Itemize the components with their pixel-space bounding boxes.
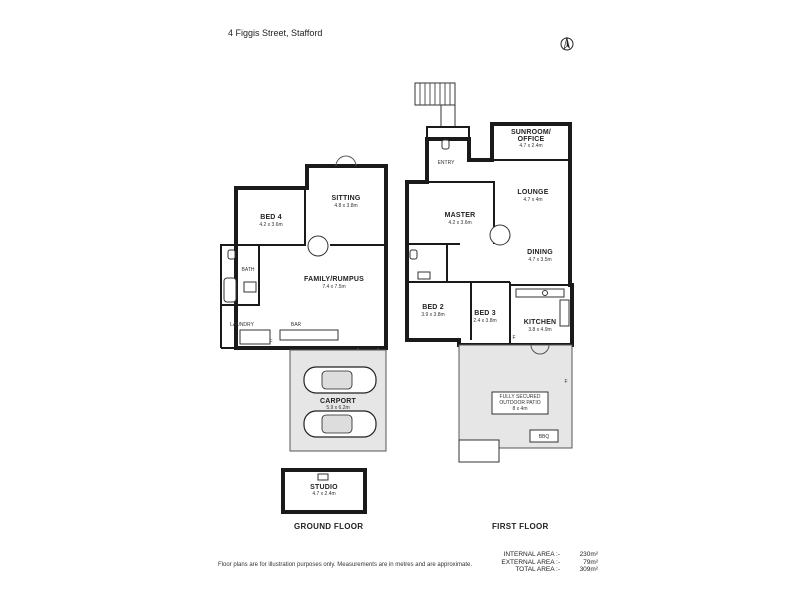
room-name-bed2: BED 2 <box>422 304 444 311</box>
sitting-french-doors <box>335 155 357 167</box>
room-dims-sunroom: 4.7 x 2.4m <box>519 143 542 149</box>
room-dims-bed3: 2.4 x 3.8m <box>473 318 496 324</box>
area-summary: INTERNAL AREA :- 230m² EXTERNAL AREA :- … <box>488 551 598 574</box>
room-dims-dining: 4.7 x 3.5m <box>528 257 551 263</box>
toilet <box>227 249 236 260</box>
room-dims-lounge: 4.7 x 4m <box>523 197 542 203</box>
room-dims-kitchen: 3.8 x 4.9m <box>528 327 551 333</box>
room-dims-bed4: 4.2 x 3.6m <box>259 222 282 228</box>
room-dims-carport: 5.9 x 6.2m <box>326 405 349 411</box>
bbq-bench <box>529 429 559 443</box>
car-icon <box>303 410 377 438</box>
ensuite-toilet <box>409 249 418 260</box>
kitchen-french-doors <box>530 344 550 355</box>
room-name-patio-2: OUTDOOR PATIO <box>499 400 540 406</box>
external-stairs <box>414 82 456 128</box>
ensuite-basin <box>417 271 431 280</box>
studio-walls <box>281 468 367 514</box>
room-dims-patio: 8 x 4m <box>512 406 527 412</box>
room-name-bed3: BED 3 <box>474 310 496 317</box>
room-name-office: OFFICE <box>518 136 545 143</box>
area-row-total: TOTAL AREA :- 309m² <box>488 566 598 574</box>
vanity <box>243 281 257 293</box>
area-value: 79m² <box>583 558 598 566</box>
room-name-dining: DINING <box>527 249 553 256</box>
room-name-bbq: BBQ <box>539 434 550 440</box>
room-name-kitchen: KITCHEN <box>524 319 557 326</box>
first-floor-plan: ENTRY SUNROOM/ OFFICE 4.7 x 2.4m MASTER … <box>405 82 574 463</box>
room-name-bar: BAR <box>291 322 302 328</box>
room-name-laundry: LAUNDRY <box>230 322 254 328</box>
ground-floor-plan: BED 4 4.2 x 3.6m SITTING 4.8 x 3.8m BATH… <box>220 155 388 514</box>
floor-label-first: FIRST FLOOR <box>492 522 549 531</box>
patio-label-box <box>491 391 549 415</box>
spiral-stair <box>307 235 329 257</box>
area-label: INTERNAL AREA :- <box>503 551 560 558</box>
kitchen-sink <box>542 290 548 296</box>
north-compass-icon <box>560 36 574 51</box>
bathtub <box>223 277 237 303</box>
area-row-external: EXTERNAL AREA :- 79m² <box>488 559 598 567</box>
area-label: EXTERNAL AREA :- <box>501 558 560 566</box>
fridge-mark-first: F <box>512 335 515 341</box>
spiral-stair <box>489 224 511 246</box>
bath-block <box>220 244 260 306</box>
area-value: 309m² <box>579 566 598 573</box>
fridge-mark-patio: F <box>564 379 567 385</box>
floor-label-ground: GROUND FLOOR <box>294 522 364 531</box>
room-name-master: MASTER <box>445 212 476 219</box>
room-dims-master: 4.2 x 3.6m <box>448 220 471 226</box>
kitchen-bench <box>515 288 565 298</box>
car-icon <box>303 366 377 394</box>
room-dims-studio: 4.7 x 2.4m <box>312 491 335 497</box>
room-dims-bed2: 3.9 x 3.8m <box>421 312 444 318</box>
room-name-patio: FULLY SECURED <box>500 394 541 400</box>
property-address: 4 Figgis Street, Stafford <box>228 28 323 38</box>
fridge-mark-ground: F <box>269 339 272 345</box>
room-dims-family: 7.4 x 7.5m <box>322 284 345 290</box>
room-name-bed4: BED 4 <box>260 214 282 221</box>
room-name-studio: STUDIO <box>310 484 338 491</box>
room-name-sitting: SITTING <box>331 195 360 202</box>
patio-stairs <box>458 439 500 463</box>
room-name-entry: ENTRY <box>438 160 456 166</box>
studio-basin <box>317 473 329 481</box>
room-name-lounge: LOUNGE <box>517 189 548 196</box>
room-name-carport: CARPORT <box>320 398 357 405</box>
area-value: 230m² <box>579 551 598 558</box>
room-name-family: FAMILY/RUMPUS <box>304 276 364 283</box>
disclaimer-text: Floor plans are for illustration purpose… <box>218 562 473 568</box>
master-wall <box>427 181 495 244</box>
room-name-bath: BATH <box>242 267 255 273</box>
area-label: TOTAL AREA :- <box>515 566 560 573</box>
room-name-sunroom: SUNROOM/ <box>511 129 551 136</box>
room-dims-sitting: 4.8 x 3.8m <box>334 203 357 209</box>
bar-bench <box>279 329 339 341</box>
entry-toilet <box>441 139 450 150</box>
area-row-internal: INTERNAL AREA :- 230m² <box>488 551 598 559</box>
laundry-bench <box>239 329 271 345</box>
cooktop <box>559 299 570 327</box>
